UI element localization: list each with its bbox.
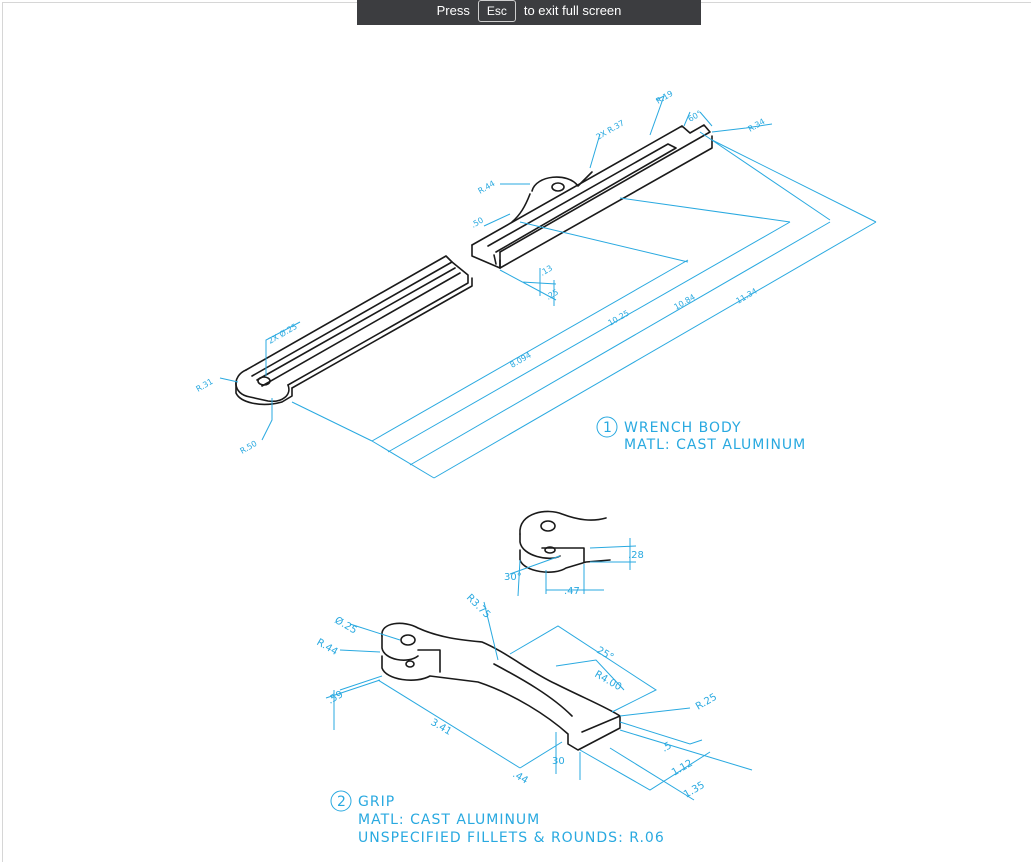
- dim-60deg: 60°: [687, 109, 704, 124]
- dim-r19: R.19: [655, 89, 675, 106]
- part2-material: MATL: CAST ALUMINUM: [358, 812, 540, 828]
- grip-dim-44: .44: [511, 769, 530, 786]
- grip-dim-r25: R.25: [694, 692, 719, 713]
- exit-fullscreen-banner: Press Esc to exit full screen: [357, 0, 701, 25]
- grip-dim-341: 3.41: [429, 717, 454, 738]
- banner-prefix: Press: [436, 3, 470, 18]
- detail-dim-30deg: 30°: [504, 572, 522, 583]
- part1-number: 1: [603, 420, 613, 436]
- part1-title: WRENCH BODY: [624, 420, 742, 436]
- grip-detail-dimensions: .28 30° .47: [504, 538, 644, 597]
- banner-suffix: to exit full screen: [523, 3, 622, 18]
- part1-material: MATL: CAST ALUMINUM: [624, 437, 806, 453]
- wrench-body-right-bar: [471, 124, 713, 269]
- part2-note: UNSPECIFIED FILLETS & ROUNDS: R.06: [358, 830, 665, 846]
- grip-dimensions: R3.75 Ø.25 R.44 .59 3.41 25° R4.00 R.25 …: [315, 592, 753, 801]
- part2-callout: 2 GRIP MATL: CAST ALUMINUM UNSPECIFIED F…: [330, 790, 665, 846]
- grip-dim-30: 30: [552, 756, 565, 767]
- grip-dim-5: .5: [660, 740, 674, 754]
- dim-8-094: 8.094: [509, 350, 533, 369]
- esc-key[interactable]: Esc: [477, 0, 516, 22]
- grip-dim-phi25: Ø.25: [333, 614, 360, 636]
- dim-11-34: 11.34: [735, 286, 759, 305]
- wrench-body-left-bar: [235, 255, 473, 406]
- dim-10-25: 10.25: [607, 308, 631, 327]
- grip-dim-r44: R.44: [315, 637, 340, 658]
- dim-r31: R.31: [195, 377, 215, 394]
- dim-r50: R.50: [239, 439, 259, 456]
- dim-25-small: .25: [545, 288, 561, 302]
- grip-detail-view: [519, 510, 611, 573]
- part1-callout: 1 WRENCH BODY MATL: CAST ALUMINUM: [596, 416, 806, 453]
- grip-dim-135: 1.35: [682, 780, 707, 801]
- detail-dim-47: .47: [564, 586, 580, 597]
- grip-dim-59: .59: [326, 689, 345, 706]
- detail-dim-28: .28: [628, 550, 644, 561]
- part2-number: 2: [337, 794, 347, 810]
- wrench-body-dimensions: [219, 94, 877, 479]
- dim-r34: R.34: [747, 117, 767, 134]
- grip-part: [381, 622, 621, 751]
- dim-r44: R.44: [477, 179, 497, 196]
- dim-13: .13: [539, 264, 555, 278]
- part2-title: GRIP: [358, 794, 395, 810]
- grip-dim-112: 1.12: [670, 758, 695, 779]
- grip-dim-25deg: 25°: [595, 645, 616, 663]
- grip-dim-r375: R3.75: [464, 592, 492, 620]
- dim-50: .50: [470, 216, 486, 230]
- dim-10-84: 10.84: [673, 292, 697, 311]
- dim-2x-r37: 2X R.37: [595, 118, 626, 141]
